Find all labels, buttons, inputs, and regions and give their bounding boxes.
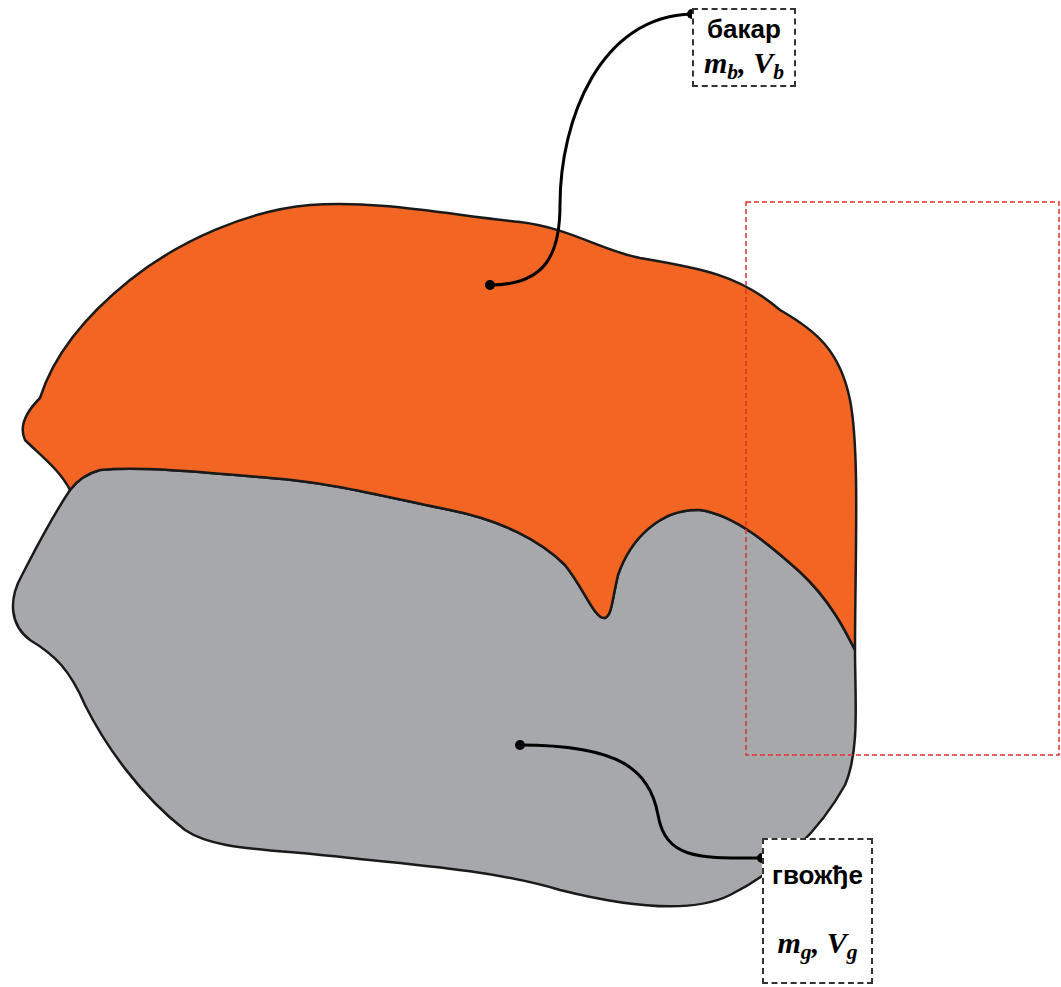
leader-dot (485, 280, 495, 290)
separator: , (812, 926, 827, 959)
quantity-symbol: V (827, 926, 847, 959)
quantity-subscript: b (727, 60, 738, 84)
quantity-symbol: m (778, 926, 801, 959)
quantity-subscript: g (847, 941, 858, 965)
quantity-label: mb, Vb (704, 46, 784, 81)
leader-line (520, 745, 762, 858)
label-box: гвожђеmg, Vg (762, 838, 873, 984)
leader-dot (515, 740, 525, 750)
label-box: бакарmb, Vb (692, 8, 796, 87)
quantity-symbol: V (753, 46, 773, 79)
iron-region (13, 469, 856, 906)
quantity-label: mg, Vg (778, 926, 858, 961)
empty-answer-frame (746, 202, 1059, 755)
quantity-symbol: m (704, 46, 727, 79)
copper-region (23, 204, 857, 650)
separator: , (738, 46, 753, 79)
material-name: гвожђе (772, 861, 863, 891)
quantity-subscript: g (801, 941, 812, 965)
leader-line (490, 14, 692, 285)
material-name: бакар (707, 15, 781, 45)
quantity-subscript: b (773, 60, 784, 84)
